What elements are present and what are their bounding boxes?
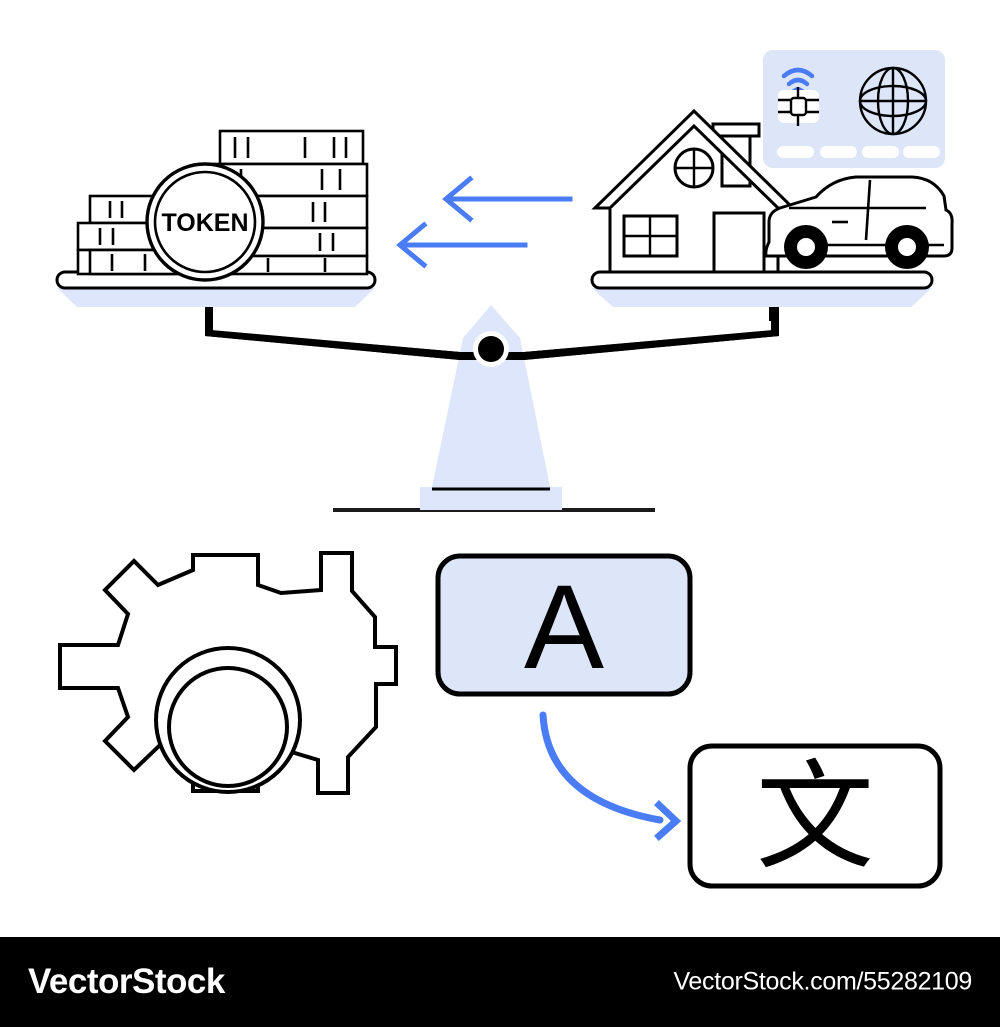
- card-stripes: [777, 146, 940, 158]
- coin-r1: [218, 129, 365, 166]
- balance-scale: TOKEN: [55, 50, 954, 512]
- chip-icon: [778, 87, 819, 126]
- conversion-arrow-lower: [396, 221, 528, 269]
- card-stripe-2: [820, 146, 857, 158]
- card-stripe-4: [903, 146, 940, 158]
- translate-arrow-curve: [539, 711, 664, 824]
- watermark-bar: VectorStock VectorStock.com/55282109: [0, 937, 1000, 1027]
- token-coin-label: TOKEN: [161, 209, 248, 237]
- right-pan-plate: [590, 270, 934, 290]
- house-icon: [591, 108, 797, 274]
- right-pan: [590, 270, 934, 321]
- translation-target-glyph: 文: [756, 748, 874, 886]
- house-door: [712, 211, 766, 274]
- arrow-upper-head: [442, 175, 474, 223]
- car-door-seam: [864, 179, 872, 241]
- connectivity-card: [763, 50, 945, 168]
- scale-base-block: [420, 487, 562, 510]
- card-stripe-3: [862, 146, 899, 158]
- token-coin-inner: [153, 170, 257, 274]
- car-icon: [764, 175, 954, 269]
- car-wheel-front-hub: [797, 238, 815, 256]
- translate-arrow-head: [654, 800, 682, 841]
- left-pan-shadow: [57, 288, 375, 307]
- globe-meridian-1: [876, 66, 910, 136]
- translation-group: A 文: [435, 553, 943, 889]
- globe-icon: [858, 66, 928, 136]
- arrow-lower-head: [396, 221, 428, 269]
- vectorstock-logo: VectorStock: [28, 962, 225, 1001]
- gear-icon: [58, 551, 398, 795]
- conversion-arrow-upper: [442, 175, 573, 223]
- chip-core: [789, 96, 808, 117]
- wifi-arc-outer: [781, 67, 815, 79]
- scale-pivot-dot: [478, 336, 504, 362]
- translation-source-glyph: A: [524, 560, 604, 694]
- globe-parallel-1: [858, 84, 928, 118]
- connectivity-card-body: [763, 50, 945, 168]
- car-wheel-rear-hub: [898, 238, 916, 256]
- gear-inner-ring-inner: [167, 666, 289, 788]
- translation-target-card-body: [687, 743, 943, 889]
- translation-source-card[interactable]: A: [435, 553, 693, 697]
- translation-target-card[interactable]: 文: [687, 743, 943, 889]
- token-coin: TOKEN: [145, 162, 265, 282]
- right-pan-shadow: [592, 288, 932, 307]
- vectorstock-url: VectorStock.com/55282109: [673, 967, 972, 996]
- house-chimney-cap: [711, 122, 761, 138]
- translate-curved-arrow: [539, 711, 682, 841]
- translation-source-card-body: [435, 553, 693, 697]
- left-pan-post: [205, 307, 213, 321]
- conversion-arrows: [396, 175, 573, 269]
- card-stripe-1: [777, 146, 814, 158]
- scale-column: [432, 305, 550, 487]
- wifi-arc-mid: [786, 77, 810, 87]
- right-pan-post: [769, 307, 777, 321]
